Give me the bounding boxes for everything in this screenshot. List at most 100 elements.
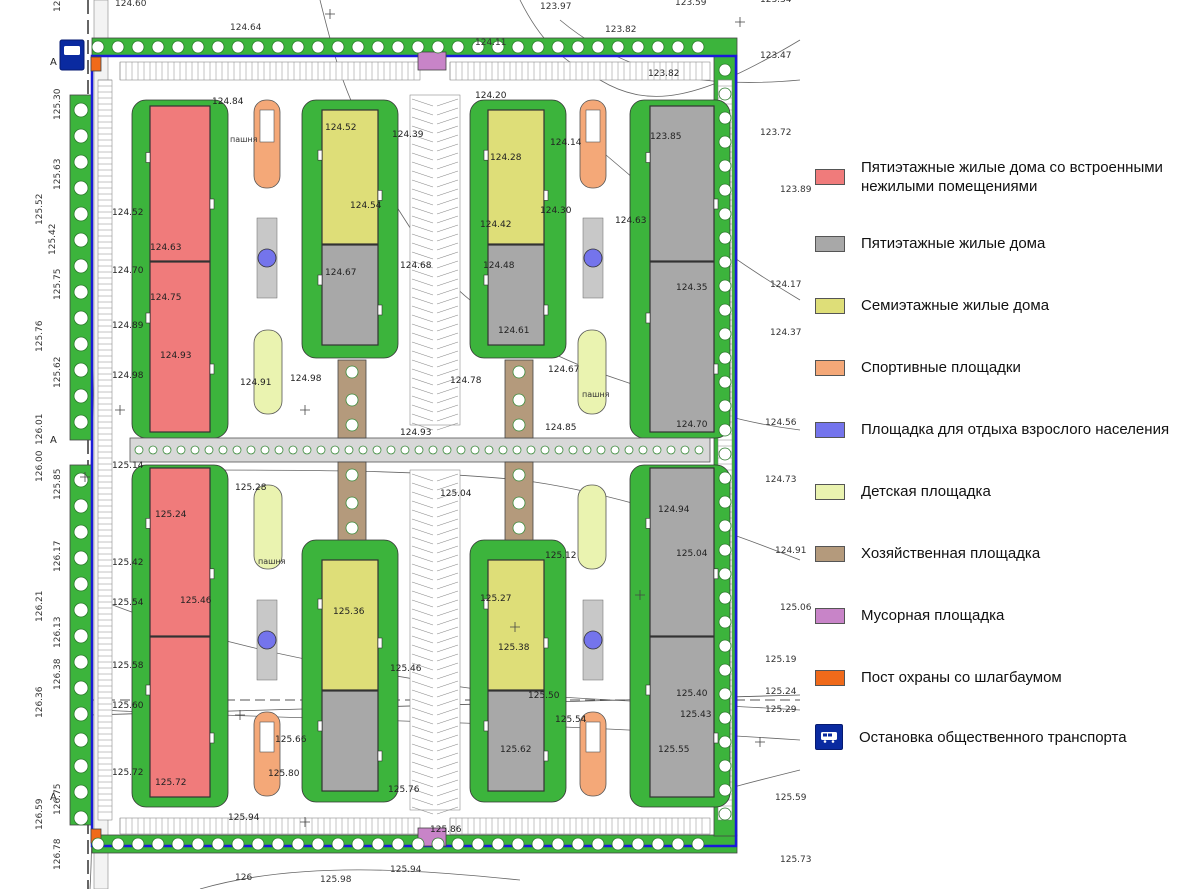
building-notch (377, 304, 383, 316)
sport-field-mark (585, 109, 601, 143)
elevation-label: 125.12 (545, 551, 577, 561)
tree-icon (718, 495, 732, 509)
parking-stall (411, 527, 434, 536)
parking-stall (411, 197, 434, 206)
parking-stall (436, 404, 459, 413)
tree-icon (73, 680, 89, 696)
parking-stall (411, 116, 434, 125)
tree-icon (345, 496, 359, 510)
tree-icon (531, 40, 545, 54)
tree-icon (291, 40, 305, 54)
parking-stall (411, 797, 434, 806)
elevation-label: 124.52 (325, 123, 357, 133)
elevation-label: 124.89 (112, 321, 144, 331)
tree-icon (73, 388, 89, 404)
parking-stall (436, 224, 459, 233)
grid-cross-icon (635, 590, 645, 600)
building-5fl-commercial (149, 636, 211, 798)
tree-icon (651, 837, 665, 851)
tree-icon (651, 40, 665, 54)
elevation-label: 126.75 (53, 784, 63, 816)
parking-stall (436, 626, 459, 635)
building-notch (209, 363, 215, 375)
parking-stall (411, 422, 434, 431)
tree-icon (73, 258, 89, 274)
elevation-label: 124.37 (770, 328, 802, 338)
elevation-label: 125.62 (500, 745, 532, 755)
tree-icon (411, 40, 425, 54)
tree-icon (718, 711, 732, 725)
elevation-label: 126.36 (35, 686, 45, 718)
grid-cross-icon (755, 737, 765, 747)
parking-stall (436, 422, 459, 431)
elevation-label: 125.62 (53, 357, 63, 389)
tree-icon (73, 128, 89, 144)
tree-icon (211, 837, 225, 851)
elevation-label: 124.28 (490, 153, 522, 163)
building-5fl (649, 261, 715, 433)
tree-icon (371, 837, 385, 851)
parking-central (409, 94, 461, 426)
parking-stall (436, 707, 459, 716)
parking-stall (436, 500, 459, 509)
elevation-label: 124.98 (112, 371, 144, 381)
elevation-label: 124.67 (548, 365, 580, 375)
tree-icon (351, 837, 365, 851)
tree-icon (330, 445, 340, 455)
building-5fl-commercial (149, 105, 211, 262)
tree-icon (511, 40, 525, 54)
parking-stall (436, 644, 459, 653)
parking-stall (436, 368, 459, 377)
tree-icon (718, 207, 732, 221)
parking-left (97, 79, 113, 821)
elevation-label: 125.66 (275, 735, 307, 745)
parking-stall (436, 233, 459, 242)
elevation-label: 125.80 (268, 769, 300, 779)
tree-icon (718, 447, 732, 461)
tree-icon (151, 40, 165, 54)
building-notch (317, 149, 323, 161)
building-5fl-commercial (149, 467, 211, 637)
legend-item-utility: Хозяйственная площадка (815, 544, 1040, 563)
parking-stall (436, 797, 459, 806)
building-notch (713, 568, 719, 580)
parking-stall (436, 572, 459, 581)
tree-icon (691, 837, 705, 851)
parking-stall (411, 107, 434, 116)
parking-stall (436, 215, 459, 224)
tree-icon (571, 40, 585, 54)
elevation-label: 124.93 (160, 351, 192, 361)
parking-stall (411, 473, 434, 482)
parking-stall (436, 143, 459, 152)
grid-cross-icon (80, 472, 90, 482)
elevation-label: 125.27 (480, 594, 512, 604)
tree-icon (484, 445, 494, 455)
tree-icon (358, 445, 368, 455)
section-label: А (50, 435, 57, 446)
parking-stall (436, 761, 459, 770)
tree-icon (718, 639, 732, 653)
parking-stall (436, 635, 459, 644)
tree-icon (73, 284, 89, 300)
tree-icon (512, 496, 526, 510)
parking-stall (436, 653, 459, 662)
elevation-label: 125.24 (155, 510, 187, 520)
building-7fl (321, 109, 379, 245)
parking-stall (436, 599, 459, 608)
tree-icon (302, 445, 312, 455)
tree-icon (345, 393, 359, 407)
tree-icon (91, 40, 105, 54)
tree-icon (554, 445, 564, 455)
tree-icon (718, 567, 732, 581)
tree-icon (611, 837, 625, 851)
elevation-label: 124.91 (240, 378, 272, 388)
tree-icon (718, 111, 732, 125)
parking-stall (411, 98, 434, 107)
elevation-label: 125.94 (228, 813, 260, 823)
parking-stall (411, 170, 434, 179)
building-notch (645, 152, 651, 163)
parking-stall (436, 314, 459, 323)
parking-stall (411, 206, 434, 215)
parking-stall (436, 617, 459, 626)
tree-icon (718, 327, 732, 341)
